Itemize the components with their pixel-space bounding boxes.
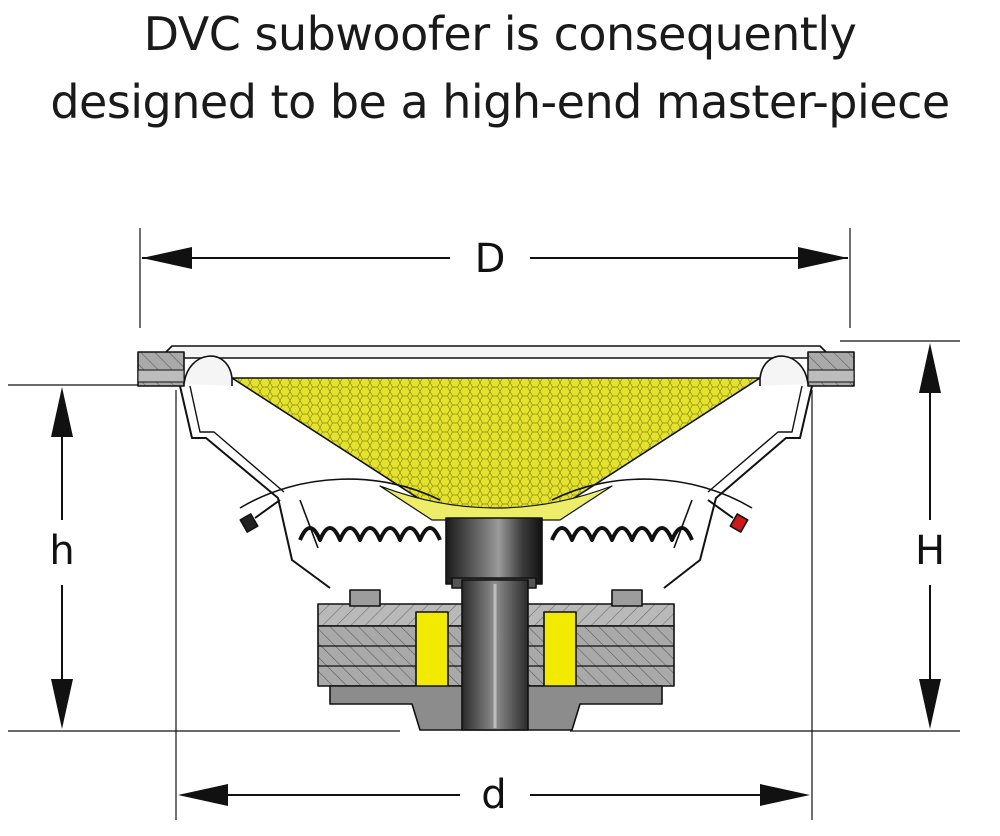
basket-arm-right — [551, 478, 753, 509]
surround-left — [183, 355, 233, 386]
arrowhead-h-top — [51, 387, 73, 437]
basket-left — [179, 385, 331, 589]
arrowhead-d-right — [798, 247, 848, 269]
dimension-arrowheads — [51, 247, 941, 806]
screw-right — [611, 589, 643, 607]
dimension-shafts — [61, 385, 931, 796]
top-ring — [159, 345, 833, 359]
arrowhead-dcut-right — [760, 784, 810, 806]
headline-line-2: designed to be a high-end master-piece — [50, 75, 950, 129]
terminal-negative — [239, 513, 259, 533]
dimension-label-outer-diameter: D — [475, 236, 506, 282]
terminal-positive — [729, 513, 749, 533]
arrowhead-dcut-left — [178, 784, 228, 806]
basket-arm-left — [239, 478, 441, 509]
dimension-label-overall-height: H — [915, 528, 945, 574]
dimension-label-cutout-diameter: d — [481, 772, 506, 818]
arrowhead-d-left — [142, 247, 192, 269]
arrowhead-htotal-top — [919, 343, 941, 393]
subwoofer-body — [137, 345, 855, 731]
cone — [231, 377, 761, 521]
headline-line-1: DVC subwoofer is consequently — [143, 7, 857, 61]
voice-coil-former — [445, 517, 543, 585]
screw-left — [349, 589, 381, 607]
arrowhead-h-bottom — [51, 679, 73, 729]
spider-left — [298, 526, 442, 542]
basket-right — [663, 385, 813, 589]
spider-right — [550, 526, 694, 542]
surround-right — [759, 355, 809, 386]
arrowhead-htotal-bottom — [919, 679, 941, 729]
dust-cap — [379, 485, 613, 521]
dimension-label-mounting-depth: h — [49, 528, 74, 574]
